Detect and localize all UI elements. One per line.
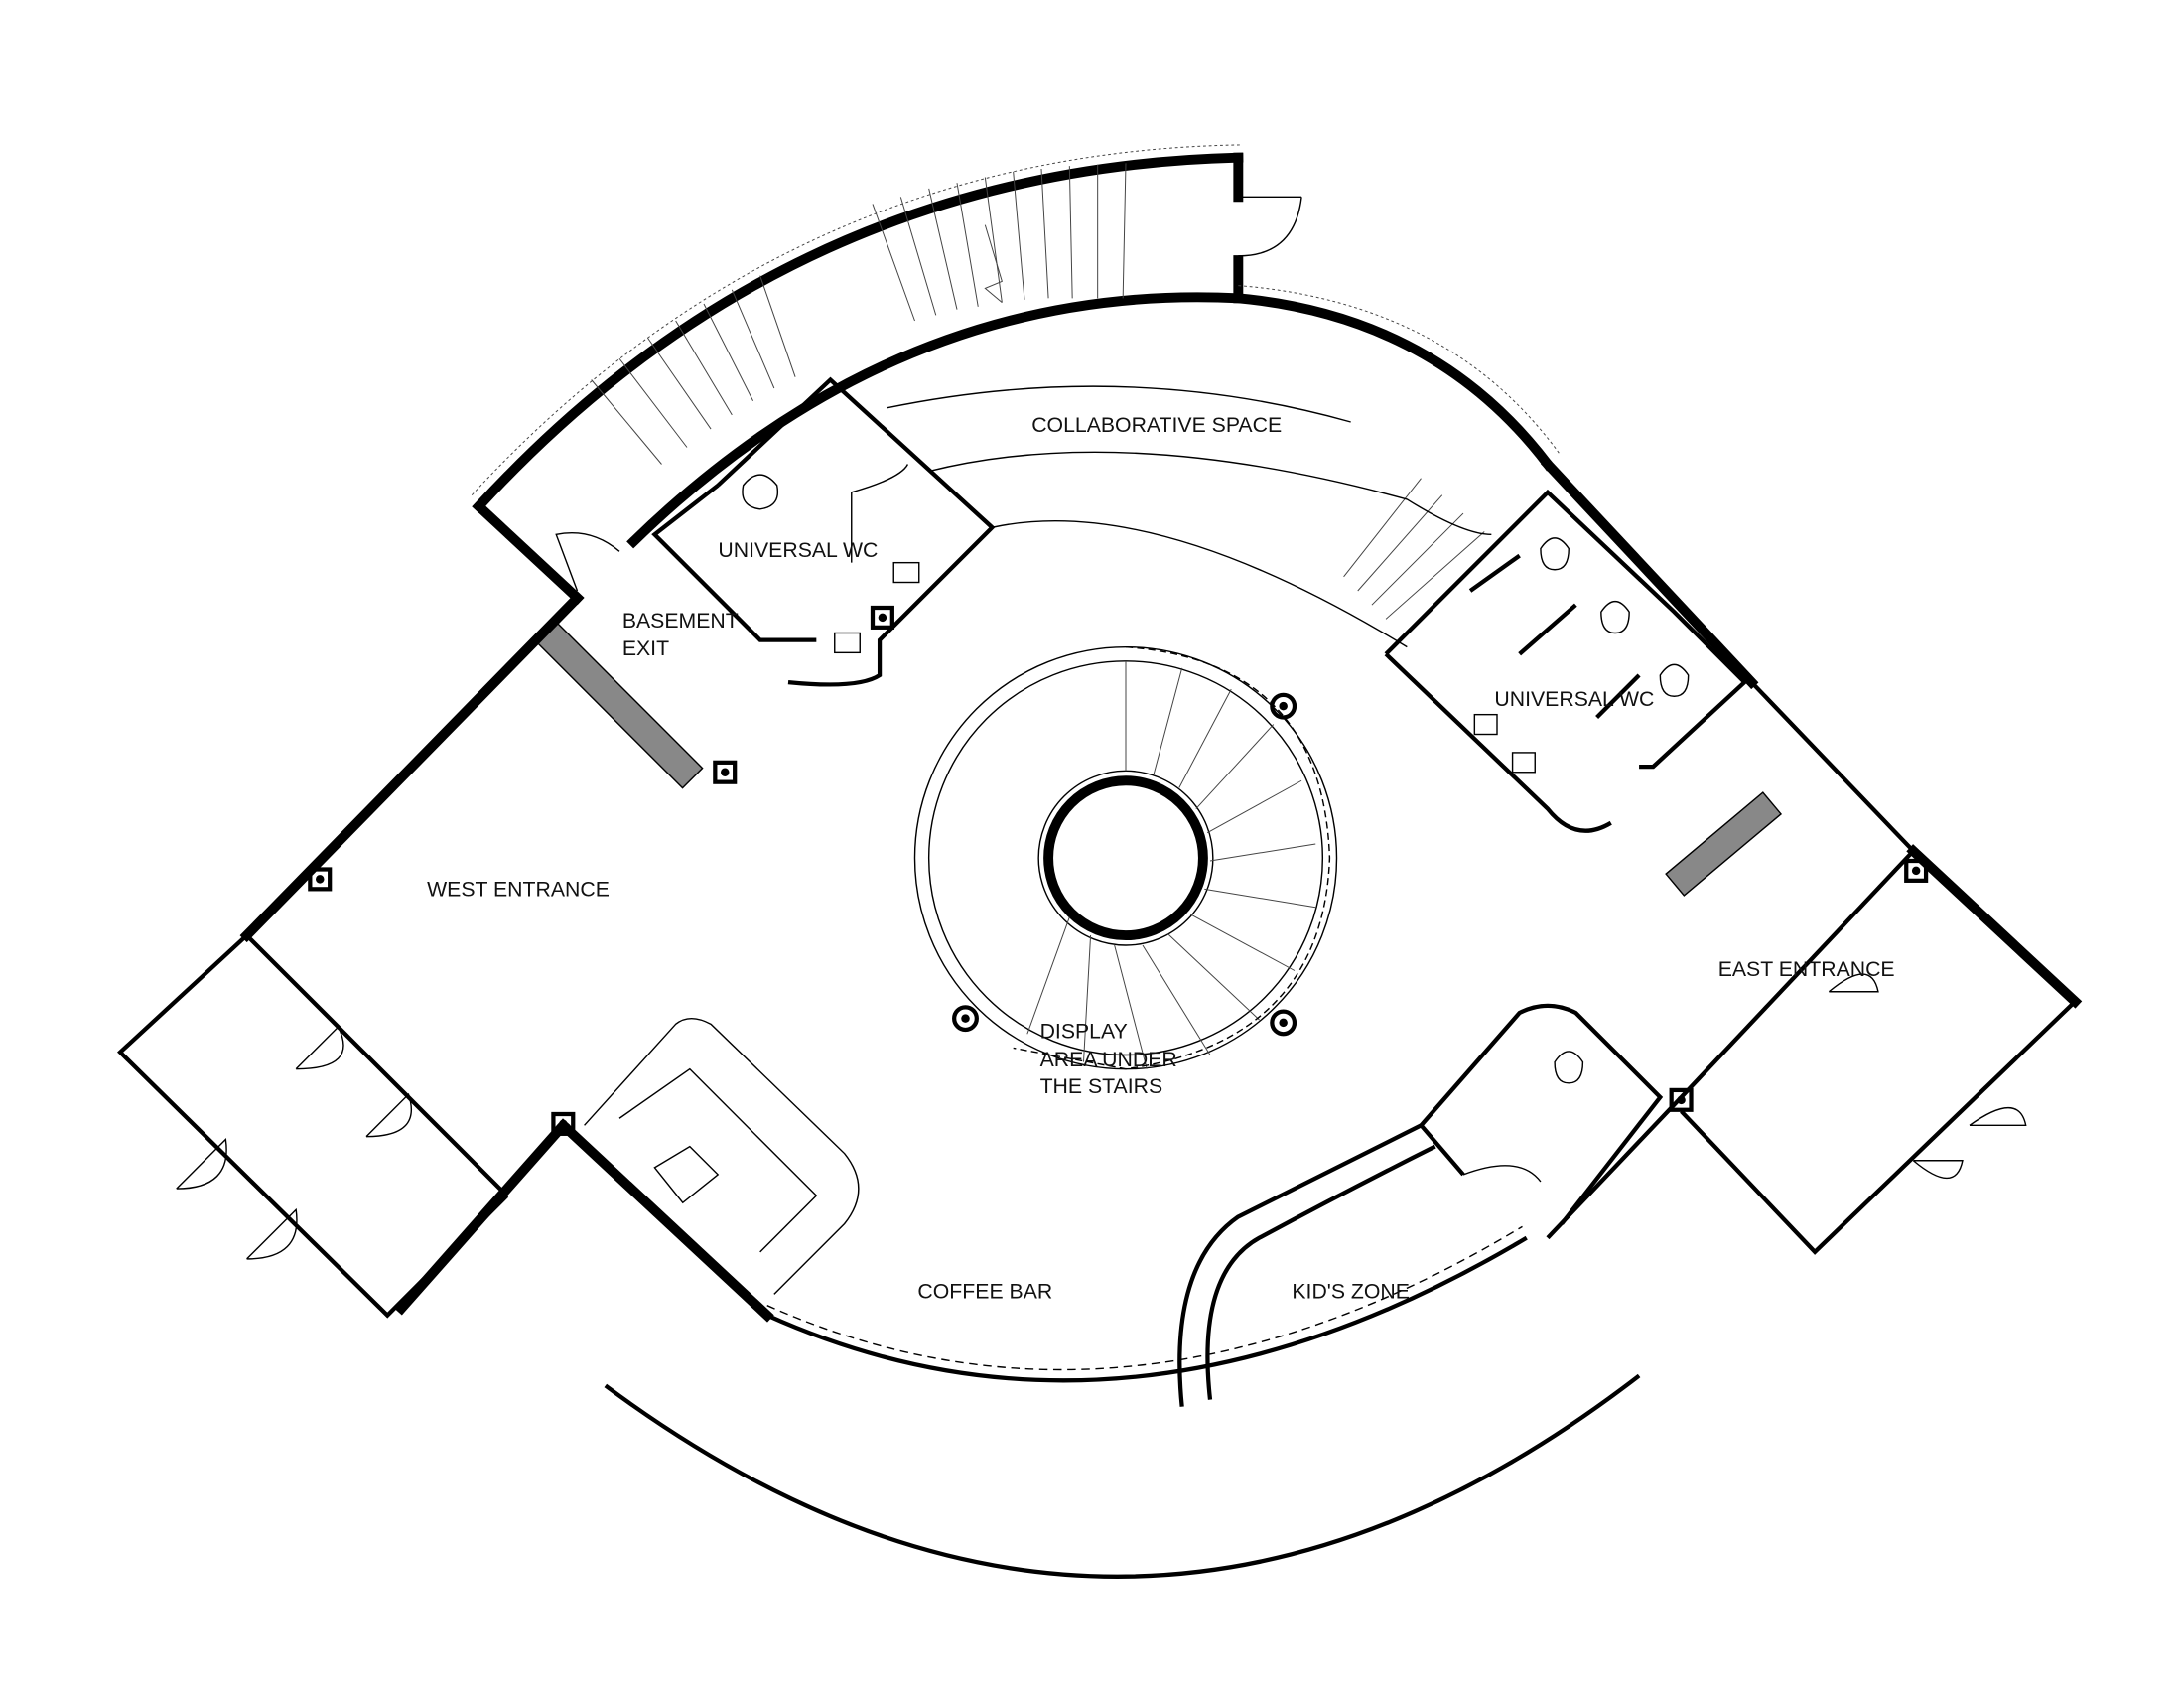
label-display-area-1: DISPLAY	[1040, 1020, 1128, 1044]
label-collaborative-space: COLLABORATIVE SPACE	[1031, 413, 1282, 437]
curved-glass-front-inner	[766, 1225, 1523, 1371]
label-west-entrance: WEST ENTRANCE	[427, 877, 610, 901]
east-vestibule	[1546, 849, 2077, 1255]
kids-zone-partition	[1177, 1123, 1436, 1407]
east-entrance-wall	[1906, 844, 2083, 1009]
label-universal-wc-east: UNIVERSAL WC	[1494, 687, 1654, 711]
curved-glass-front	[765, 1235, 1528, 1383]
collab-arc-inner	[928, 451, 1492, 536]
west-wc-walls	[651, 376, 996, 687]
label-coffee-bar: COFFEE BAR	[917, 1280, 1052, 1304]
east-doors	[1828, 973, 2027, 1179]
stair-exit-door	[1238, 196, 1302, 257]
label-display-area-2: AREA UNDER	[1040, 1048, 1177, 1071]
label-basement-exit-1: BASEMENT	[622, 609, 739, 633]
west-entrance-wall	[239, 591, 585, 943]
east-wc-toilets	[1540, 537, 1690, 697]
west-wc-toilet	[742, 474, 779, 510]
west-doors	[176, 1025, 413, 1260]
curved-stair	[591, 163, 1485, 620]
east-wc-walls	[1384, 489, 1748, 833]
label-east-entrance: EAST ENTRANCE	[1718, 957, 1895, 981]
basement-partition	[532, 618, 704, 789]
west-wc-door	[851, 464, 909, 563]
basement-exit-door	[555, 532, 620, 592]
collab-arc-lower	[992, 519, 1408, 648]
west-lower-wall	[394, 1118, 774, 1323]
east-wc-sink-2	[1511, 752, 1536, 774]
label-basement-exit-2: EXIT	[622, 636, 669, 660]
kids-wc-door	[1462, 1165, 1542, 1183]
east-wc-sinks	[1473, 713, 1498, 736]
west-wc-sink-2	[834, 632, 861, 654]
canopy-arc	[604, 1373, 1641, 1579]
kids-wc-walls	[1419, 1003, 1664, 1225]
label-universal-wc-west: UNIVERSAL WC	[718, 538, 878, 562]
coffee-bar-counter	[584, 1017, 860, 1295]
kids-wc-toilet	[1554, 1051, 1584, 1084]
east-glass-wall	[1749, 680, 1915, 853]
columns	[308, 605, 1929, 1136]
east-partition	[1665, 791, 1783, 897]
west-stair-side	[472, 498, 585, 606]
outer-stair-wall	[472, 152, 1244, 514]
west-wc-sink	[892, 561, 920, 584]
east-curved-wall	[1540, 457, 1759, 690]
spiral-stair	[913, 645, 1338, 1070]
east-curved-wall-dots	[1238, 285, 1560, 454]
outer-stair-wall-dots	[471, 144, 1242, 496]
label-display-area-3: THE STAIRS	[1040, 1074, 1163, 1098]
label-kids-zone: KID'S ZONE	[1292, 1280, 1410, 1304]
collab-arc-outer	[887, 385, 1351, 423]
